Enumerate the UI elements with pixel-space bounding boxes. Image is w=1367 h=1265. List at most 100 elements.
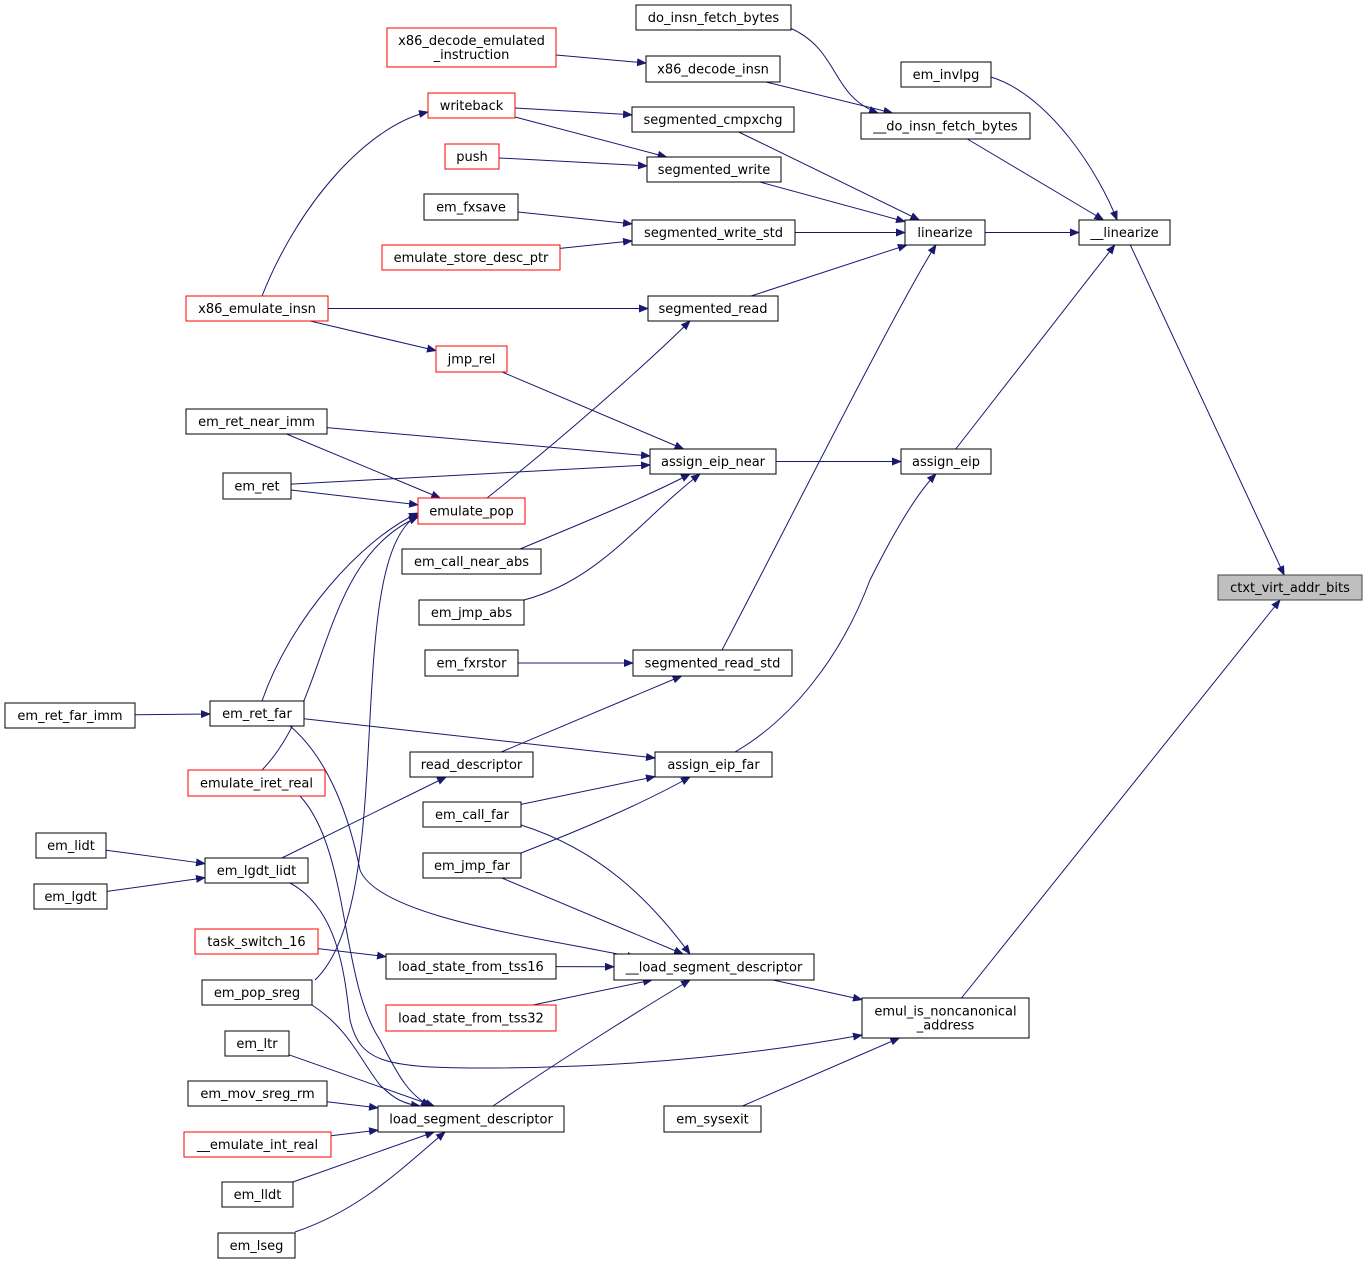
- node-box[interactable]: [386, 27, 557, 68]
- node-box[interactable]: [613, 953, 815, 981]
- node-emulate_store_desc_ptr[interactable]: emulate_store_desc_ptr: [381, 244, 561, 271]
- node-em_invlpg[interactable]: em_invlpg: [900, 61, 992, 88]
- node-box[interactable]: [185, 408, 328, 435]
- node-em_fxrstor[interactable]: em_fxrstor: [424, 649, 519, 677]
- node-do_insn_fetch_bytes[interactable]: do_insn_fetch_bytes: [635, 4, 792, 31]
- node-__linearize[interactable]: __linearize: [1078, 219, 1171, 246]
- node-task_switch_16[interactable]: task_switch_16: [194, 928, 319, 955]
- node-x86_emulate_insn[interactable]: x86_emulate_insn: [185, 295, 329, 322]
- node-em_lseg[interactable]: em_lseg: [217, 1232, 296, 1259]
- node-box[interactable]: [194, 928, 319, 955]
- node-box[interactable]: [217, 1232, 296, 1259]
- node-segmented_read_std[interactable]: segmented_read_std: [632, 649, 793, 677]
- node-assign_eip_far[interactable]: assign_eip_far: [654, 751, 773, 778]
- node-box[interactable]: [417, 497, 526, 525]
- node-segmented_read[interactable]: segmented_read: [647, 295, 779, 322]
- node-em_mov_sreg_rm[interactable]: em_mov_sreg_rm: [187, 1080, 328, 1107]
- node-em_fxsave[interactable]: em_fxsave: [423, 193, 519, 221]
- node-x86_decode_insn[interactable]: x86_decode_insn: [645, 55, 781, 83]
- node-load_state_from_tss32[interactable]: load_state_from_tss32: [385, 1004, 557, 1032]
- node-x86_decode_emulated_instruction[interactable]: x86_decode_emulated_instruction: [386, 27, 557, 68]
- node-assign_eip[interactable]: assign_eip: [900, 448, 992, 475]
- node-box[interactable]: [649, 448, 777, 475]
- node-box[interactable]: [35, 832, 107, 859]
- node-box[interactable]: [33, 883, 108, 910]
- node-box[interactable]: [222, 472, 292, 500]
- node-read_descriptor[interactable]: read_descriptor: [409, 751, 534, 778]
- node-jmp_rel[interactable]: jmp_rel: [435, 345, 508, 373]
- node-segmented_cmpxchg[interactable]: segmented_cmpxchg: [631, 106, 795, 133]
- node-load_state_from_tss16[interactable]: load_state_from_tss16: [385, 953, 557, 980]
- node-box[interactable]: [401, 548, 542, 575]
- node-box[interactable]: [900, 448, 992, 475]
- node-box[interactable]: [377, 1105, 565, 1133]
- node-emul_is_noncanonical_address[interactable]: emul_is_noncanonical_address: [861, 997, 1030, 1039]
- node-box[interactable]: [444, 143, 500, 170]
- node-em_pop_sreg[interactable]: em_pop_sreg: [201, 979, 313, 1006]
- node-em_call_near_abs[interactable]: em_call_near_abs: [401, 548, 542, 575]
- node-box[interactable]: [385, 1004, 557, 1032]
- node-emulate_iret_real[interactable]: emulate_iret_real: [187, 769, 326, 797]
- node-__load_segment_descriptor[interactable]: __load_segment_descriptor: [613, 953, 815, 981]
- node-box[interactable]: [4, 702, 136, 729]
- node-box[interactable]: [185, 295, 329, 322]
- node-em_ret_near_imm[interactable]: em_ret_near_imm: [185, 408, 328, 435]
- node-em_lgdt_lidt[interactable]: em_lgdt_lidt: [204, 857, 309, 884]
- node-em_jmp_abs[interactable]: em_jmp_abs: [418, 599, 525, 626]
- node-em_ret_far[interactable]: em_ret_far: [209, 700, 305, 727]
- node-__emulate_int_real[interactable]: __emulate_int_real: [183, 1131, 332, 1158]
- node-box[interactable]: [224, 1030, 290, 1057]
- node-segmented_write[interactable]: segmented_write: [646, 156, 782, 183]
- node-box[interactable]: [381, 244, 561, 271]
- node-em_lgdt[interactable]: em_lgdt: [33, 883, 108, 910]
- node-linearize[interactable]: linearize: [904, 219, 986, 246]
- node-box[interactable]: [221, 1181, 294, 1208]
- node-box[interactable]: [183, 1131, 332, 1158]
- node-em_ret[interactable]: em_ret: [222, 472, 292, 500]
- node-box[interactable]: [635, 4, 792, 31]
- node-box[interactable]: [1217, 574, 1363, 601]
- node-box[interactable]: [645, 55, 781, 83]
- node-em_ltr[interactable]: em_ltr: [224, 1030, 290, 1057]
- node-box[interactable]: [418, 599, 525, 626]
- node-em_jmp_far[interactable]: em_jmp_far: [422, 852, 522, 879]
- node-box[interactable]: [209, 700, 305, 727]
- node-box[interactable]: [632, 649, 793, 677]
- node-em_call_far[interactable]: em_call_far: [422, 801, 522, 828]
- node-box[interactable]: [900, 61, 992, 88]
- node-assign_eip_near[interactable]: assign_eip_near: [649, 448, 777, 475]
- node-push[interactable]: push: [444, 143, 500, 170]
- node-box[interactable]: [385, 953, 557, 980]
- node-box[interactable]: [424, 649, 519, 677]
- node-box[interactable]: [204, 857, 309, 884]
- node-box[interactable]: [435, 345, 508, 373]
- node-em_lldt[interactable]: em_lldt: [221, 1181, 294, 1208]
- node-box[interactable]: [647, 295, 779, 322]
- node-em_lidt[interactable]: em_lidt: [35, 832, 107, 859]
- node-box[interactable]: [654, 751, 773, 778]
- node-box[interactable]: [1078, 219, 1171, 246]
- node-box[interactable]: [663, 1105, 762, 1133]
- node-box[interactable]: [904, 219, 986, 246]
- node-ctxt_virt_addr_bits[interactable]: ctxt_virt_addr_bits: [1217, 574, 1363, 601]
- node-box[interactable]: [646, 156, 782, 183]
- node-box[interactable]: [422, 852, 522, 879]
- node-box[interactable]: [860, 112, 1031, 140]
- node-em_ret_far_imm[interactable]: em_ret_far_imm: [4, 702, 136, 729]
- node-segmented_write_std[interactable]: segmented_write_std: [631, 219, 796, 246]
- node-writeback[interactable]: writeback: [427, 92, 516, 119]
- node-box[interactable]: [861, 997, 1030, 1039]
- node-box[interactable]: [201, 979, 313, 1006]
- node-box[interactable]: [409, 751, 534, 778]
- node-box[interactable]: [427, 92, 516, 119]
- node-box[interactable]: [631, 219, 796, 246]
- node-box[interactable]: [187, 1080, 328, 1107]
- node-emulate_pop[interactable]: emulate_pop: [417, 497, 526, 525]
- node-__do_insn_fetch_bytes[interactable]: __do_insn_fetch_bytes: [860, 112, 1031, 140]
- node-box[interactable]: [631, 106, 795, 133]
- node-box[interactable]: [187, 769, 326, 797]
- node-box[interactable]: [422, 801, 522, 828]
- node-box[interactable]: [423, 193, 519, 221]
- node-load_segment_descriptor[interactable]: load_segment_descriptor: [377, 1105, 565, 1133]
- node-em_sysexit[interactable]: em_sysexit: [663, 1105, 762, 1133]
